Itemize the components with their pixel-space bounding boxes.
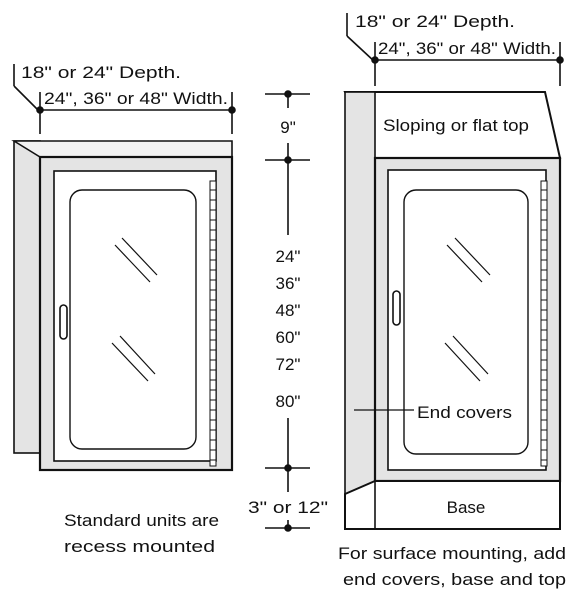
left-door-handle (59, 304, 68, 340)
sloping-top-label: Sloping or flat top (383, 116, 529, 135)
height-dimension (265, 90, 310, 532)
left-width-label: 24", 36" or 48" Width. (44, 89, 228, 108)
left-cabinet-top-face (11, 140, 233, 158)
right-hinge (540, 180, 548, 467)
height-label-36: 36" (276, 274, 301, 293)
height-top-label: 9" (280, 118, 296, 137)
left-cabinet (11, 64, 236, 472)
height-label-80: 80" (276, 392, 301, 411)
right-door-handle (392, 290, 401, 326)
end-covers-label: End covers (417, 403, 512, 422)
height-label-60: 60" (276, 328, 301, 347)
left-caption-line2: recess mounted (64, 537, 215, 556)
left-cabinet-panel (13, 140, 41, 454)
left-caption-line1: Standard units are (64, 511, 219, 530)
right-door-glass (403, 189, 529, 455)
height-label-48: 48" (276, 301, 301, 320)
right-caption-line2: end covers, base and top (343, 570, 566, 589)
left-door-glass (69, 189, 197, 450)
right-caption-line1: For surface mounting, add (338, 544, 566, 563)
base-label: Base (447, 498, 486, 517)
right-width-label: 24", 36" or 48" Width. (378, 39, 556, 58)
left-hinge (209, 180, 217, 467)
right-glass-reflection (444, 237, 491, 382)
right-cabinet (343, 13, 564, 530)
left-glass-reflection (111, 237, 158, 382)
height-bottom-label: 3" or 12" (248, 498, 328, 517)
right-end-cover (344, 91, 376, 495)
right-depth-label: 18" or 24" Depth. (355, 12, 515, 31)
height-label-72: 72" (276, 355, 301, 374)
height-label-24: 24" (276, 247, 301, 266)
left-depth-label: 18" or 24" Depth. (21, 63, 181, 82)
